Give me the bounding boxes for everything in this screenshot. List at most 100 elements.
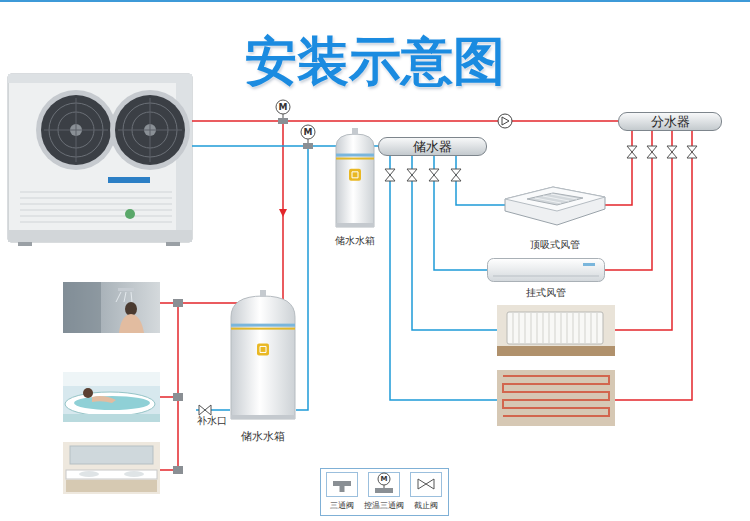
shower-photo-part [63,282,101,333]
pipe-connector [434,156,487,270]
stop-valve-part [199,405,211,415]
stop-valve-part [385,169,395,181]
radiator-photo-part [513,313,597,343]
legend-text: 控温三通阀 [364,502,404,510]
node-label: 顶吸式风管 [530,239,580,251]
shower-photo-part [125,302,137,316]
motor-mark: M [304,128,313,137]
stop-valve-part [687,146,697,158]
bathtub-photo-part [74,396,150,410]
pipe-blue-part [390,156,497,400]
node-label: 分水器 [651,115,690,128]
node-label: 储水水箱 [241,430,285,443]
tee-fitting-part [173,466,183,474]
bathtub-photo-part [83,388,93,398]
heat-pump-unit-part [20,192,172,222]
control-tee-valve [276,100,315,149]
washbasin-photo-part [66,480,157,492]
circulation-pump-part [498,114,512,128]
legend-entry: 控温三通阀 [364,502,404,510]
storage-tank-drawing-part [257,343,269,355]
legend-box [321,469,449,516]
legend-box-part [327,473,358,497]
storage-tank-drawing-part [231,296,295,419]
legend-box-part [369,473,400,497]
shower-photo-part [118,288,134,291]
collector-box: 储水器 [378,137,487,156]
heat-pump-unit-part [44,98,182,162]
pipe-red-part [615,131,692,400]
pipe-red-part [160,303,178,470]
inlet-label: 补水口 [197,416,227,426]
stop-valve-part [451,169,461,181]
radiator-photo-part [507,312,603,344]
bathtub-photo [63,372,160,422]
legend-text: 截止阀 [414,502,438,510]
washbasin-photo-part [124,471,144,477]
motor-mark: M [279,103,288,112]
flow-arrow [279,209,287,217]
storage-tank-drawing-part [231,328,295,330]
ceiling-fan-coil-drawing [505,185,605,227]
node-label: 挂式风管 [526,287,566,299]
stop-valve-part [429,169,439,181]
valve-symbol [418,479,434,489]
stop-valve-part [407,169,417,181]
shower-photo [63,282,160,333]
storage-tank-drawing-part [260,346,266,352]
stop-valve-part [667,146,677,158]
storage-tank-drawing-part [336,154,374,157]
motor-mark: M [381,476,388,483]
wall-fan-coil: 挂式风管 [487,258,605,299]
wall-fan-coil-drawing-part [488,259,605,282]
top-rule [0,0,750,2]
bathtub-photo-part [65,392,155,416]
circulation-pump [498,114,512,128]
circulation-pump-part [502,117,509,125]
heat-pump-unit-part [108,177,150,183]
ceiling-fan-coil-drawing-part [505,187,605,211]
legend-text: 三通阀 [330,502,354,510]
storage-tank: 储水水箱 [222,288,304,443]
radiator-photo [497,305,615,356]
storage-tank: 储水水箱 [330,126,380,247]
radiator-photo-part [497,346,615,356]
floor-heating-photo-part [497,370,615,426]
control-tee-valve-part [301,125,315,139]
diagram-title: 安装示意图 [0,31,750,91]
storage-tank-drawing-part [352,128,358,135]
bathtub-photo-part [63,372,160,422]
storage-tank-drawing-part [231,415,295,419]
ceiling-fan-coil: 顶吸式风管 [505,185,605,251]
pipe-red-part [177,303,179,470]
shower-photo-part [63,282,160,333]
washbasin-photo-part [70,446,153,464]
washbasin-photo-part [63,442,160,494]
pipe-red-part [615,131,672,330]
heat-pump-unit-part [166,242,180,246]
pipe-connector [456,156,505,205]
shower-photo-part [116,292,132,302]
floor-heating-photo [497,370,615,426]
tee-symbol [375,488,393,493]
node-label: 储水水箱 [335,235,375,247]
stop-valve-part [647,146,657,158]
pipe-blue-part [296,146,308,410]
floor-heating-photo-part [503,376,609,416]
pipe-connector [605,131,632,205]
legend-box-part [321,469,449,516]
heat-pump-unit-part [8,74,192,242]
storage-tank-drawing-part [336,223,374,227]
pipe-red-part [192,120,618,122]
storage-tank-drawing-part [231,324,295,327]
shower-photo-part [119,314,144,333]
heat-pump-unit-part [18,242,32,246]
storage-tank-drawing [335,126,375,228]
tee-symbol [333,481,351,492]
pipe-connector [605,131,652,270]
legend-box-part [411,473,442,497]
storage-tank-drawing [230,288,296,420]
heat-pump-unit-part [8,74,192,83]
